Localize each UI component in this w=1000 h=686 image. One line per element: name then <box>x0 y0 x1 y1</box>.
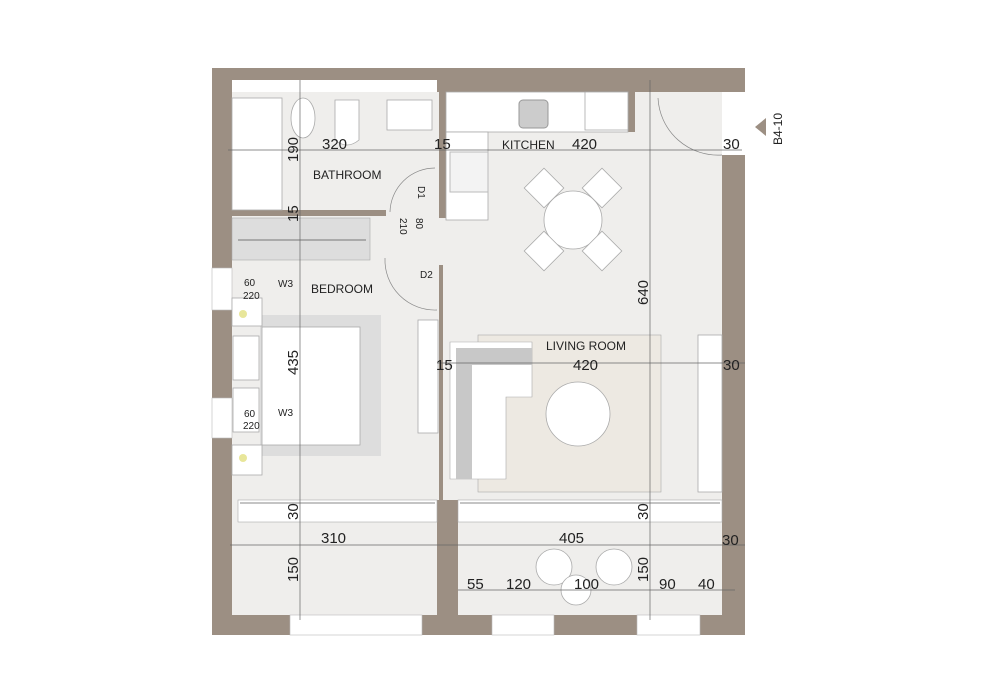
window-label: W3 <box>278 408 293 419</box>
balcony-doors <box>237 499 723 523</box>
door-label-d1: D1 <box>415 186 426 199</box>
svg-text:420: 420 <box>572 136 597 153</box>
window-height: 220 <box>243 421 260 432</box>
svg-text:30: 30 <box>635 503 652 520</box>
chair <box>523 230 565 272</box>
toilet-icon <box>334 99 360 146</box>
walls <box>211 68 745 636</box>
window-width: 60 <box>244 278 256 289</box>
svg-text:150: 150 <box>635 557 652 582</box>
svg-text:30: 30 <box>723 357 740 374</box>
window-label: W3 <box>278 279 293 290</box>
svg-text:15: 15 <box>436 357 453 374</box>
room-label-living-room: LIVING ROOM <box>546 339 626 353</box>
door-label-d2: D2 <box>420 270 433 281</box>
door-swing-d1 <box>389 167 436 213</box>
svg-text:120: 120 <box>506 576 531 593</box>
chair <box>581 167 623 209</box>
dimension-labels: 190 320 15 15 420 30 640 435 15 420 30 3… <box>285 136 740 593</box>
svg-text:15: 15 <box>285 205 302 222</box>
wardrobe <box>231 217 371 261</box>
bedroom-furniture <box>231 217 439 476</box>
entrance-door-swing <box>657 97 723 156</box>
nightstand <box>231 444 263 476</box>
window-height: 220 <box>243 291 260 302</box>
kitchen-fixtures <box>445 91 723 272</box>
chair <box>523 167 565 209</box>
svg-text:310: 310 <box>321 530 346 547</box>
unit-label: B4-10 <box>771 113 785 145</box>
unit-marker-icon <box>755 118 766 136</box>
bathroom-fixtures <box>231 97 436 213</box>
tv-unit <box>697 334 723 493</box>
chair <box>581 230 623 272</box>
svg-text:30: 30 <box>722 532 739 549</box>
lamp-icon <box>239 454 247 462</box>
svg-text:405: 405 <box>559 530 584 547</box>
dining-table <box>543 190 603 250</box>
kitchen-sink-icon <box>518 99 549 129</box>
dimension-lines <box>228 80 745 620</box>
nightstand <box>231 297 263 327</box>
bed <box>261 326 361 446</box>
svg-text:30: 30 <box>723 136 740 153</box>
door-swing-d2 <box>384 257 438 311</box>
room-label-bathroom: BATHROOM <box>313 168 381 182</box>
svg-text:40: 40 <box>698 576 715 593</box>
svg-text:190: 190 <box>285 137 302 162</box>
svg-text:15: 15 <box>434 136 451 153</box>
svg-text:320: 320 <box>322 136 347 153</box>
door-height: 210 <box>397 218 408 235</box>
room-label-bedroom: BEDROOM <box>311 282 373 296</box>
svg-text:90: 90 <box>659 576 676 593</box>
svg-text:100: 100 <box>574 576 599 593</box>
svg-text:55: 55 <box>467 576 484 593</box>
living-furniture <box>449 334 723 493</box>
fridge <box>584 91 629 131</box>
lamp-icon <box>239 310 247 318</box>
door-width: 80 <box>413 218 424 230</box>
window-width: 60 <box>244 409 256 420</box>
desk <box>417 319 439 434</box>
coffee-table <box>545 381 611 447</box>
svg-text:435: 435 <box>285 350 302 375</box>
svg-text:150: 150 <box>285 557 302 582</box>
svg-text:420: 420 <box>573 357 598 374</box>
sink-icon <box>386 99 433 131</box>
room-label-kitchen: KITCHEN <box>502 138 555 152</box>
svg-text:30: 30 <box>285 503 302 520</box>
stove-icon <box>449 151 489 193</box>
svg-text:640: 640 <box>635 280 652 305</box>
